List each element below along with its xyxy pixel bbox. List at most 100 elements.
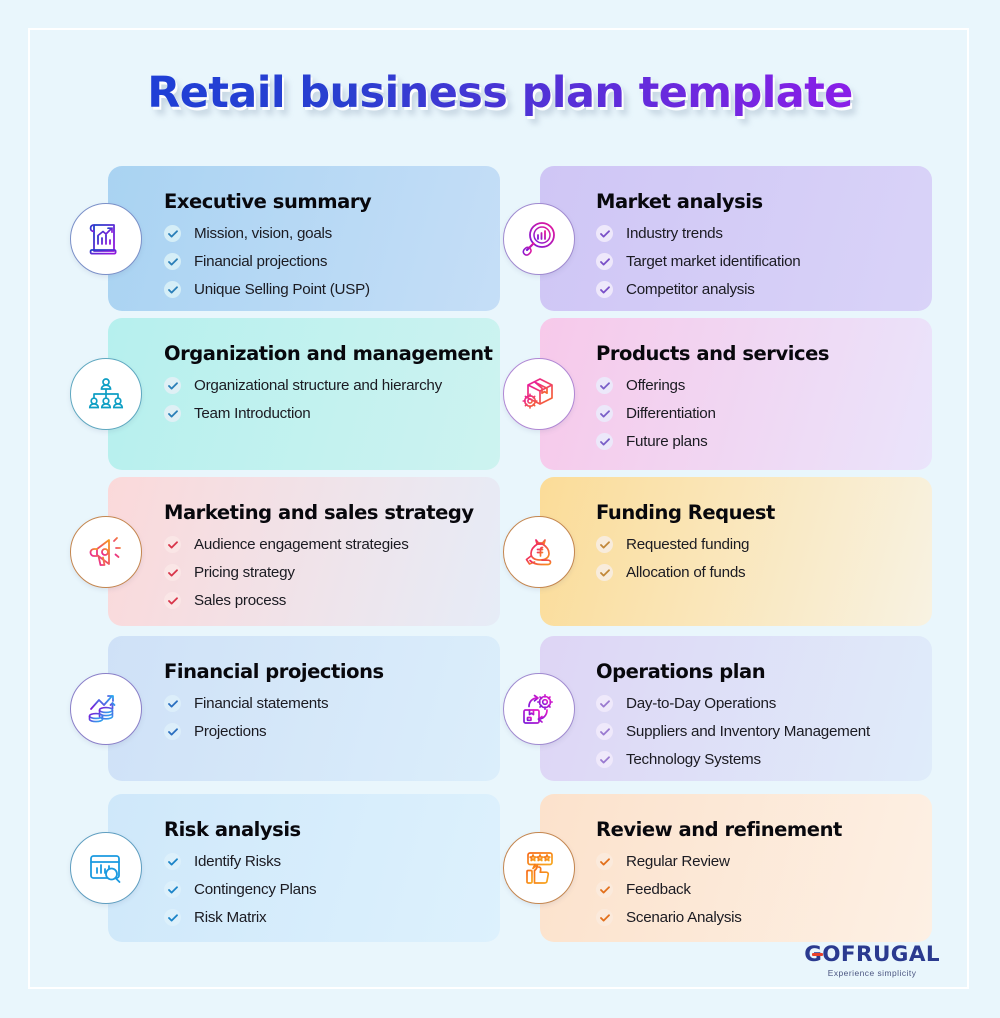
- card-content: Organization and management Organization…: [108, 318, 500, 470]
- card-row: Marketing and sales strategy Audience en…: [0, 477, 1000, 626]
- card-content: Financial projections Financial statemen…: [108, 636, 500, 781]
- list-item-label: Requested funding: [626, 536, 750, 553]
- card-financial-projections: Financial projections Financial statemen…: [108, 636, 500, 781]
- card-products-and-services: Products and services Offerings Differen…: [540, 318, 932, 470]
- logo-g-accent-bar: [812, 953, 824, 956]
- list-item-label: Identify Risks: [194, 853, 281, 870]
- checkmark-icon: [596, 695, 613, 712]
- checkmark-icon: [596, 225, 613, 242]
- list-item: Identify Risks: [164, 848, 482, 875]
- list-item-label: Target market identification: [626, 253, 801, 270]
- card-item-list: Requested funding Allocation of funds: [596, 531, 914, 586]
- checkmark-icon: [164, 225, 181, 242]
- list-item: Offerings: [596, 372, 914, 399]
- card-row: Organization and management Organization…: [0, 318, 1000, 470]
- logo-text: GOFRUGAL: [804, 942, 940, 967]
- checkmark-icon: [164, 909, 181, 926]
- checkmark-icon: [596, 536, 613, 553]
- list-item-label: Team Introduction: [194, 405, 311, 422]
- list-item-label: Financial statements: [194, 695, 329, 712]
- card-item-list: Organizational structure and hierarchy T…: [164, 372, 482, 427]
- list-item: Scenario Analysis: [596, 904, 914, 931]
- checkmark-icon: [596, 853, 613, 870]
- checkmark-icon: [164, 695, 181, 712]
- card-content: Market analysis Industry trends Target m…: [540, 166, 932, 311]
- card-organization-and-management: Organization and management Organization…: [108, 318, 500, 470]
- list-item: Feedback: [596, 876, 914, 903]
- checkmark-icon: [596, 281, 613, 298]
- card-content: Products and services Offerings Differen…: [540, 318, 932, 470]
- list-item-label: Differentiation: [626, 405, 716, 422]
- card-content: Marketing and sales strategy Audience en…: [108, 477, 500, 626]
- checkmark-icon: [164, 377, 181, 394]
- magnifier-chart-icon: [503, 202, 575, 275]
- coins-growth-icon: [70, 672, 142, 745]
- checkmark-icon: [164, 405, 181, 422]
- list-item: Risk Matrix: [164, 904, 482, 931]
- list-item-label: Pricing strategy: [194, 564, 295, 581]
- list-item-label: Regular Review: [626, 853, 730, 870]
- list-item-label: Feedback: [626, 881, 691, 898]
- page-title: Retail business plan template: [147, 68, 853, 118]
- list-item-label: Competitor analysis: [626, 281, 755, 298]
- list-item-label: Suppliers and Inventory Management: [626, 723, 870, 740]
- card-item-list: Regular Review Feedback Scenario Analysi…: [596, 848, 914, 931]
- card-title: Funding Request: [596, 501, 775, 524]
- list-item-label: Unique Selling Point (USP): [194, 281, 370, 298]
- list-item: Financial projections: [164, 248, 482, 275]
- card-title: Products and services: [596, 342, 829, 365]
- card-title: Marketing and sales strategy: [164, 501, 474, 524]
- card-title: Organization and management: [164, 342, 493, 365]
- money-bag-hand-icon: [503, 515, 575, 588]
- org-chart-icon: [70, 358, 142, 430]
- list-item-label: Sales process: [194, 592, 287, 609]
- list-item: Audience engagement strategies: [164, 531, 482, 558]
- checkmark-icon: [164, 881, 181, 898]
- card-title: Market analysis: [596, 190, 763, 213]
- list-item-label: Day-to-Day Operations: [626, 695, 777, 712]
- list-item-label: Contingency Plans: [194, 881, 317, 898]
- list-item: Future plans: [596, 428, 914, 455]
- card-title: Operations plan: [596, 660, 766, 683]
- card-item-list: Industry trends Target market identifica…: [596, 220, 914, 303]
- card-content: Review and refinement Regular Review Fee…: [540, 794, 932, 942]
- list-item: Sales process: [164, 587, 482, 614]
- list-item-label: Future plans: [626, 433, 708, 450]
- card-content: Executive summary Mission, vision, goals…: [108, 166, 500, 311]
- card-review-and-refinement: Review and refinement Regular Review Fee…: [540, 794, 932, 942]
- card-title: Risk analysis: [164, 818, 301, 841]
- card-item-list: Audience engagement strategies Pricing s…: [164, 531, 482, 614]
- list-item: Organizational structure and hierarchy: [164, 372, 482, 399]
- scroll-chart-icon: [70, 202, 142, 275]
- list-item: Pricing strategy: [164, 559, 482, 586]
- list-item: Industry trends: [596, 220, 914, 247]
- checkmark-icon: [164, 723, 181, 740]
- megaphone-icon: [70, 515, 142, 588]
- list-item-label: Audience engagement strategies: [194, 536, 409, 553]
- card-row: Executive summary Mission, vision, goals…: [0, 166, 1000, 311]
- card-title: Financial projections: [164, 660, 384, 683]
- list-item-label: Technology Systems: [626, 751, 761, 768]
- checkmark-icon: [596, 433, 613, 450]
- list-item-label: Financial projections: [194, 253, 328, 270]
- card-row: Financial projections Financial statemen…: [0, 636, 1000, 781]
- checkmark-icon: [164, 564, 181, 581]
- checkmark-icon: [164, 536, 181, 553]
- list-item: Day-to-Day Operations: [596, 690, 914, 717]
- card-row: Risk analysis Identify Risks Contingency…: [0, 794, 1000, 942]
- list-item: Financial statements: [164, 690, 482, 717]
- list-item: Contingency Plans: [164, 876, 482, 903]
- list-item: Unique Selling Point (USP): [164, 276, 482, 303]
- card-operations-plan: Operations plan Day-to-Day Operations Su…: [540, 636, 932, 781]
- checkmark-icon: [164, 592, 181, 609]
- logo-wordmark: GOFRUGAL: [804, 942, 940, 967]
- list-item: Competitor analysis: [596, 276, 914, 303]
- card-risk-analysis: Risk analysis Identify Risks Contingency…: [108, 794, 500, 942]
- list-item-label: Mission, vision, goals: [194, 225, 332, 242]
- checkmark-icon: [596, 253, 613, 270]
- card-content: Risk analysis Identify Risks Contingency…: [108, 794, 500, 942]
- checkmark-icon: [164, 281, 181, 298]
- list-item: Allocation of funds: [596, 559, 914, 586]
- list-item-label: Offerings: [626, 377, 686, 394]
- page-title-container: Retail business plan template: [0, 68, 1000, 118]
